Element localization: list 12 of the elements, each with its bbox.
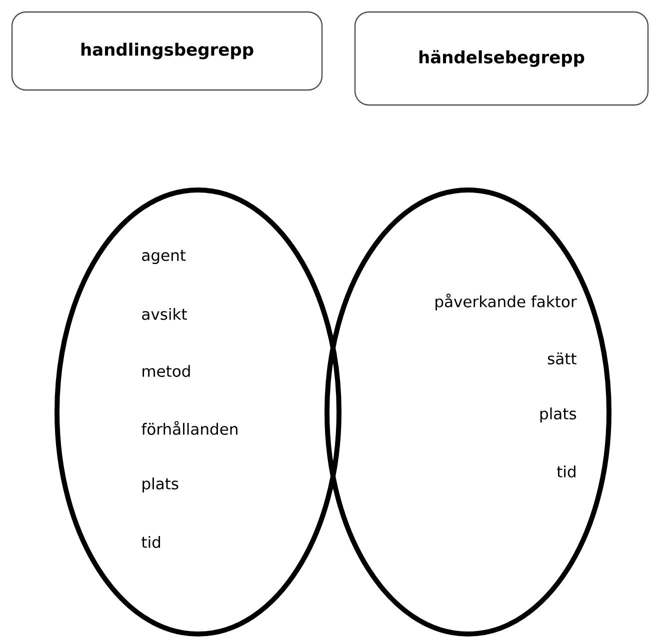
term-label: förhållanden [142, 421, 238, 435]
term-label: påverkande faktor [436, 294, 577, 310]
term-label: tid [142, 536, 160, 548]
term-label: plats [142, 477, 178, 492]
term-label: metod [142, 365, 190, 377]
term-label: avsikt [142, 308, 187, 320]
term-label: sätt [548, 352, 576, 364]
term-label: agent [142, 250, 186, 264]
heading-box: händelsebegrepp [354, 11, 649, 106]
term-label: plats [540, 407, 576, 422]
heading-box: handlingsbegrepp [11, 11, 323, 91]
term-label: tid [557, 465, 576, 478]
